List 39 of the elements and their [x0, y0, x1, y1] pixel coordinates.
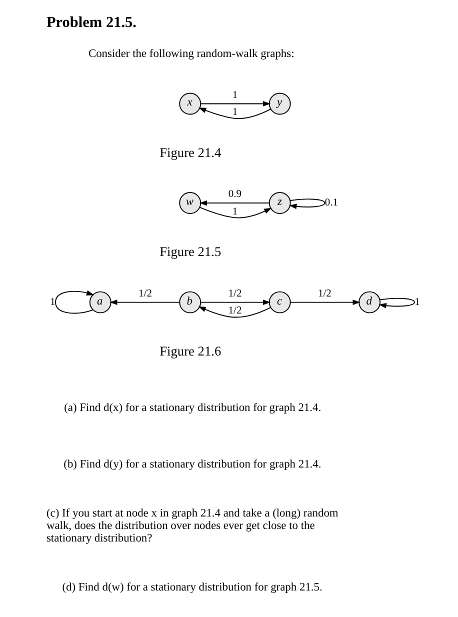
node-circle: c	[268, 291, 290, 314]
node-circle: d	[358, 291, 380, 314]
label: Consider the following random-walk graphs:	[88, 48, 294, 60]
arrow	[109, 300, 180, 305]
node-circle: z	[268, 192, 290, 214]
label: (b) Find d(y) for a stationary distribution for graph 21.4.	[63, 458, 321, 471]
edge-label: 1	[50, 296, 55, 308]
arrow	[200, 300, 270, 305]
node-circle: y	[268, 92, 290, 115]
edge-label: 1/2	[228, 306, 242, 317]
arrow	[198, 200, 270, 206]
label: Figure 21.4	[159, 144, 221, 160]
arrow	[290, 300, 360, 305]
edge-label: 1/2	[228, 288, 242, 300]
edge-label: 0.1	[324, 198, 338, 209]
arrow	[54, 290, 94, 314]
label: Figure 21.5	[159, 244, 221, 260]
edge-label: 1	[232, 206, 238, 218]
diagram-title: Problem 21.5.	[46, 14, 136, 32]
node-circle: x	[178, 92, 201, 115]
label: (d) Find d(w) for a stationary distribution for graph 21.5.	[62, 582, 322, 594]
node-circle: b	[178, 291, 201, 314]
label: (a) Find d(x) for a stationary distribution for graph 21.4.	[64, 402, 321, 414]
edge-label: 1	[232, 90, 238, 101]
arrow	[378, 298, 414, 308]
edge-label: 1/2	[138, 288, 152, 300]
node-circle: w	[178, 192, 201, 214]
arrow	[288, 198, 325, 210]
edge-label: 1	[232, 107, 238, 118]
label: Figure 21.6	[159, 343, 221, 358]
node-circle: a	[88, 291, 111, 314]
edge-label: 1	[414, 296, 420, 308]
arrow	[198, 306, 270, 318]
arrow	[200, 101, 270, 106]
edge-label: 1/2	[318, 288, 331, 300]
edge-label: 0.9	[228, 189, 242, 200]
arrow	[198, 108, 270, 119]
arrow	[198, 206, 272, 218]
label: (c) If you start at node x in graph 21.4 and take a (long) random walk, does the distribution over nodes ever get close to the stationary distribution?	[46, 508, 338, 545]
